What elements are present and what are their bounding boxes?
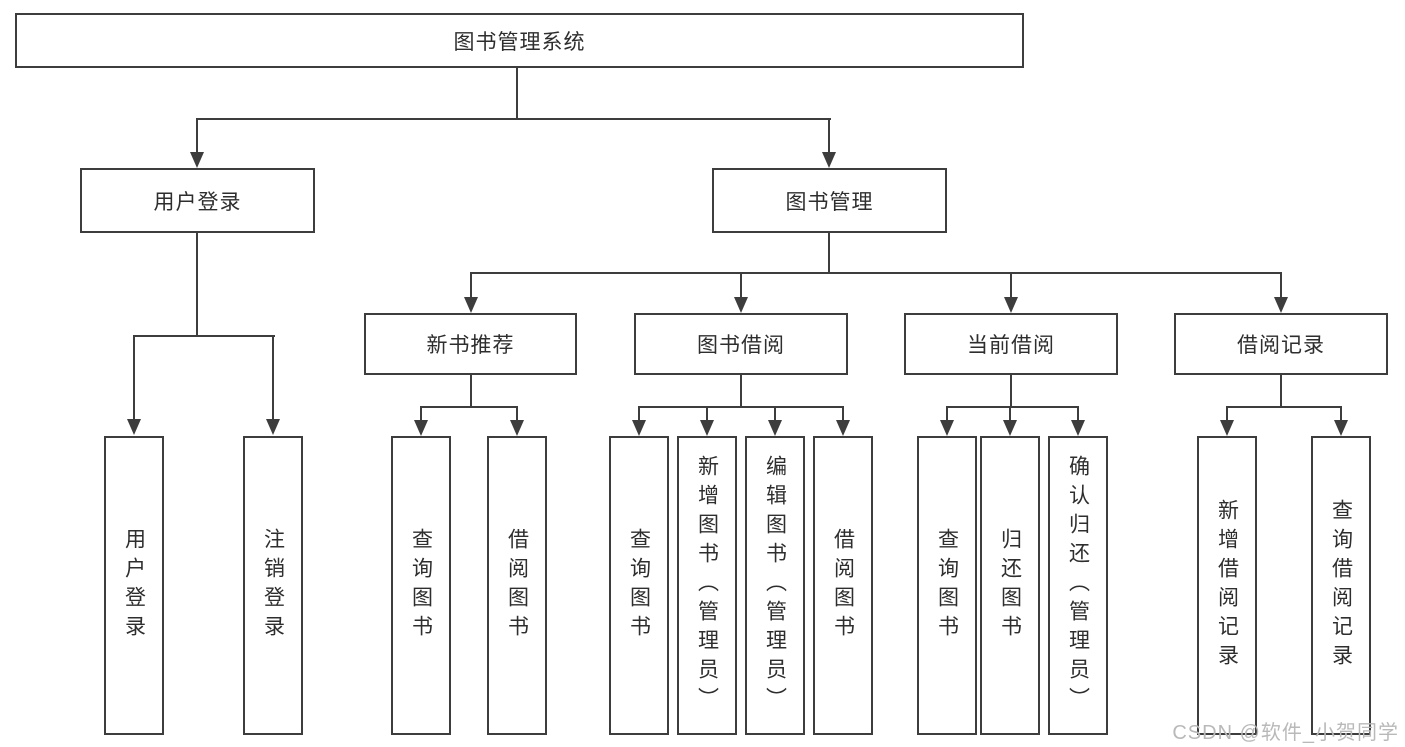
leaf-label: 注销登录 bbox=[261, 527, 285, 644]
connector-root-stem bbox=[516, 68, 518, 118]
connector-leaf bbox=[842, 406, 844, 420]
connector-to-current-borrow bbox=[1010, 272, 1012, 297]
arrow-down-icon bbox=[1004, 297, 1018, 313]
connector-to-leaf-user-login bbox=[133, 335, 135, 420]
leaf-label: 查询图书 bbox=[409, 527, 433, 644]
arrow-down-icon bbox=[632, 420, 646, 436]
leaf-label: 借阅图书 bbox=[505, 527, 529, 644]
node-borrow-records: 借阅记录 bbox=[1174, 313, 1388, 375]
leaf-add-borrow-record: 新增借阅记录 bbox=[1197, 436, 1257, 735]
connector-leaf bbox=[1340, 406, 1342, 420]
node-new-book-recommend: 新书推荐 bbox=[364, 313, 577, 375]
leaf-label: 借阅图书 bbox=[831, 527, 855, 644]
leaf-label: 查询借阅记录 bbox=[1329, 498, 1353, 673]
leaf-query-book-current: 查询图书 bbox=[917, 436, 977, 735]
connector-to-borrow-records bbox=[1280, 272, 1282, 297]
connector-to-new-book-recommend bbox=[470, 272, 472, 297]
node-label: 用户登录 bbox=[153, 190, 242, 214]
arrow-down-icon bbox=[1220, 420, 1234, 436]
leaf-return-book: 归还图书 bbox=[980, 436, 1040, 735]
connector-borrow-records-stem bbox=[1280, 375, 1282, 406]
leaf-query-borrow-record: 查询借阅记录 bbox=[1311, 436, 1371, 735]
arrow-down-icon bbox=[127, 419, 141, 435]
arrow-down-icon bbox=[464, 297, 478, 313]
arrow-down-icon bbox=[1071, 420, 1085, 436]
node-user-login: 用户登录 bbox=[80, 168, 315, 233]
leaf-label: 确认归还（管理员） bbox=[1066, 455, 1090, 716]
connector-leaf bbox=[1009, 406, 1011, 420]
node-label: 图书管理 bbox=[785, 190, 874, 214]
leaf-label: 查询图书 bbox=[627, 527, 651, 644]
connector-new-book-stem bbox=[470, 375, 472, 406]
arrow-down-icon bbox=[700, 420, 714, 436]
node-label: 新书推荐 bbox=[426, 334, 515, 357]
arrow-down-icon bbox=[1334, 420, 1348, 436]
connector-leaf bbox=[946, 406, 948, 420]
connector-leaf bbox=[706, 406, 708, 420]
connector-leaf bbox=[516, 406, 518, 420]
connector-leaf bbox=[1077, 406, 1079, 420]
leaf-borrow-book: 借阅图书 bbox=[813, 436, 873, 735]
arrow-down-icon bbox=[414, 420, 428, 436]
leaf-label: 编辑图书（管理员） bbox=[763, 455, 787, 716]
arrow-down-icon bbox=[836, 420, 850, 436]
leaf-logout-login: 注销登录 bbox=[243, 436, 303, 735]
leaf-label: 查询图书 bbox=[935, 527, 959, 644]
connector-book-mgmt-branch bbox=[470, 272, 1282, 274]
arrow-down-icon bbox=[940, 420, 954, 436]
connector-to-user-login bbox=[196, 118, 198, 152]
leaf-query-book-borrow: 查询图书 bbox=[609, 436, 669, 735]
connector-user-login-branch bbox=[133, 335, 275, 337]
node-label: 图书管理系统 bbox=[453, 30, 586, 54]
leaf-label: 新增图书（管理员） bbox=[695, 455, 719, 716]
leaf-add-book-admin: 新增图书（管理员） bbox=[677, 436, 737, 735]
connector-borrow-records-branch bbox=[1227, 406, 1342, 408]
arrow-down-icon bbox=[734, 297, 748, 313]
node-book-borrow: 图书借阅 bbox=[634, 313, 848, 375]
node-library-management-system: 图书管理系统 bbox=[15, 13, 1024, 68]
leaf-borrow-book-recommend: 借阅图书 bbox=[487, 436, 547, 735]
connector-book-borrow-stem bbox=[740, 375, 742, 406]
connector-to-book-borrow bbox=[740, 272, 742, 297]
connector-book-mgmt-stem bbox=[828, 233, 830, 272]
csdn-watermark: CSDN @软件_小贺同学 bbox=[1172, 722, 1399, 744]
connector-to-leaf-logout bbox=[272, 335, 274, 420]
arrow-down-icon bbox=[822, 152, 836, 168]
connector-to-book-management bbox=[828, 118, 830, 152]
node-current-borrow: 当前借阅 bbox=[904, 313, 1118, 375]
leaf-label: 归还图书 bbox=[998, 527, 1022, 644]
connector-new-book-branch bbox=[421, 406, 518, 408]
node-label: 借阅记录 bbox=[1237, 334, 1325, 357]
connector-level1-branch bbox=[196, 118, 831, 120]
connector-current-borrow-branch bbox=[947, 406, 1079, 408]
leaf-label: 用户登录 bbox=[122, 527, 146, 644]
connector-current-borrow-stem bbox=[1010, 375, 1012, 406]
connector-leaf bbox=[638, 406, 640, 420]
leaf-confirm-return-admin: 确认归还（管理员） bbox=[1048, 436, 1108, 735]
arrow-down-icon bbox=[768, 420, 782, 436]
connector-leaf bbox=[420, 406, 422, 420]
connector-leaf bbox=[1226, 406, 1228, 420]
arrow-down-icon bbox=[266, 419, 280, 435]
node-label: 图书借阅 bbox=[697, 334, 785, 357]
leaf-edit-book-admin: 编辑图书（管理员） bbox=[745, 436, 805, 735]
connector-book-borrow-branch bbox=[639, 406, 844, 408]
leaf-label: 新增借阅记录 bbox=[1215, 498, 1239, 673]
node-label: 当前借阅 bbox=[967, 334, 1055, 357]
node-book-management: 图书管理 bbox=[712, 168, 947, 233]
connector-user-login-stem bbox=[196, 233, 198, 335]
leaf-query-book-recommend: 查询图书 bbox=[391, 436, 451, 735]
arrow-down-icon bbox=[1003, 420, 1017, 436]
arrow-down-icon bbox=[1274, 297, 1288, 313]
connector-leaf bbox=[774, 406, 776, 420]
leaf-user-login: 用户登录 bbox=[104, 436, 164, 735]
arrow-down-icon bbox=[510, 420, 524, 436]
arrow-down-icon bbox=[190, 152, 204, 168]
